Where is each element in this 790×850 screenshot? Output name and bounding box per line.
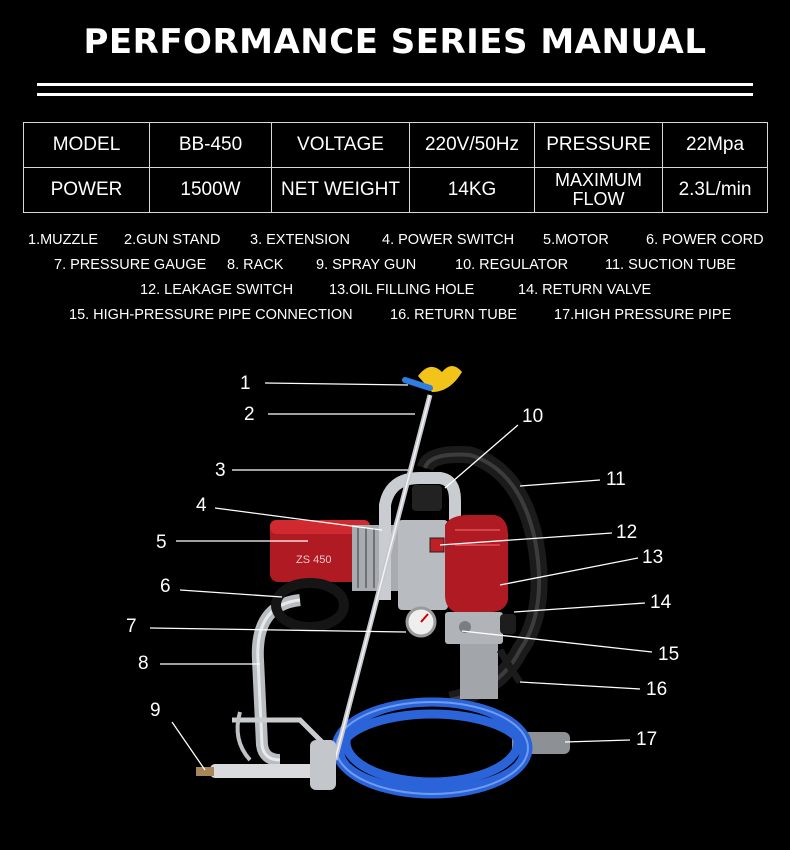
callout-17: 17	[636, 729, 657, 750]
spec-net-weight-value: 14KG	[409, 167, 535, 213]
motor-marking: ZS 450	[296, 554, 331, 566]
spec-net-weight-label: NET WEIGHT	[271, 167, 410, 213]
gauge-needle	[420, 613, 429, 623]
callout-8: 8	[138, 653, 149, 674]
callout-10: 10	[522, 406, 543, 427]
spec-pressure-value: 22Mpa	[662, 122, 768, 168]
callout-12: 12	[616, 522, 637, 543]
parts-row: 12. LEAKAGE SWITCH 13.OIL FILLING HOLE 1…	[0, 282, 790, 302]
trigger-guard	[232, 717, 327, 747]
callout-1: 1	[240, 373, 251, 394]
part-item: 3. EXTENSION	[250, 232, 350, 248]
side-cover	[445, 515, 508, 612]
spray-gun-body	[210, 764, 328, 778]
title-rule-top	[37, 83, 753, 86]
title-rule-bottom	[37, 93, 753, 96]
motor-housing-top	[270, 520, 370, 534]
part-item: 1.MUZZLE	[28, 232, 99, 248]
callout-9: 9	[150, 700, 161, 721]
part-item: 16. RETURN TUBE	[390, 307, 518, 323]
part-item: 2.GUN STAND	[124, 232, 221, 248]
part-item: 13.OIL FILLING HOLE	[329, 282, 475, 298]
part-item: 8. RACK	[227, 257, 284, 273]
parts-row: 1.MUZZLE 2.GUN STAND 3. EXTENSION 4. POW…	[0, 232, 790, 252]
callout-numbers: 1 2 3 4 5 6 7 8 9 10 11 12 13 14 15 16 1…	[126, 373, 679, 750]
spec-power-label: POWER	[23, 167, 150, 213]
page-title: PERFORMANCE SERIES MANUAL	[83, 22, 707, 62]
spec-model-value: BB-450	[149, 122, 272, 168]
valve-block	[445, 612, 503, 644]
carry-handle	[379, 472, 461, 600]
extension-rod-shine	[334, 394, 431, 761]
spec-max-flow-label-line2: FLOW	[572, 189, 625, 209]
spec-max-flow-label: MAXIMUM FLOW	[534, 167, 663, 213]
spec-max-flow-label-line1: MAXIMUM	[555, 170, 642, 190]
part-item: 14. RETURN VALVE	[518, 282, 652, 298]
callout-5: 5	[156, 532, 167, 553]
spec-pressure-label: PRESSURE	[534, 122, 663, 168]
spec-table: MODEL BB-450 VOLTAGE 220V/50Hz PRESSURE …	[23, 122, 768, 213]
return-valve	[500, 614, 516, 634]
part-item: 10. REGULATOR	[455, 257, 569, 273]
pipe-connection	[459, 621, 471, 633]
regulator-knob	[412, 485, 442, 511]
return-tube	[496, 648, 523, 685]
part-item: 9. SPRAY GUN	[316, 257, 417, 273]
callout-lines	[149, 382, 653, 771]
callout-11: 11	[606, 469, 626, 490]
suction-tube-highlight	[423, 452, 542, 702]
part-item: 11. SUCTION TUBE	[605, 257, 736, 273]
callout-3: 3	[215, 460, 226, 481]
gun-inlet-fitting	[196, 767, 214, 776]
part-item: 17.HIGH PRESSURE PIPE	[554, 307, 732, 323]
callout-13: 13	[642, 547, 663, 568]
trigger	[235, 711, 252, 762]
power-cord	[271, 578, 349, 632]
spec-power-value: 1500W	[149, 167, 272, 213]
part-item: 15. HIGH-PRESSURE PIPE CONNECTION	[69, 307, 353, 323]
callout-16: 16	[646, 679, 667, 700]
callout-14: 14	[650, 592, 672, 613]
spec-row: MODEL BB-450 VOLTAGE 220V/50Hz PRESSURE …	[23, 122, 768, 168]
spec-max-flow-value: 2.3L/min	[662, 167, 768, 213]
parts-row: 7. PRESSURE GAUGE 8. RACK 9. SPRAY GUN 1…	[0, 257, 790, 277]
part-item: 6. POWER CORD	[646, 232, 764, 248]
part-item: 5.MOTOR	[543, 232, 609, 248]
part-item: 4. POWER SWITCH	[382, 232, 515, 248]
pump-cylinder	[460, 644, 498, 699]
spec-row: POWER 1500W NET WEIGHT 14KG MAXIMUM FLOW…	[23, 167, 768, 213]
muzzle	[402, 377, 433, 391]
pump-body	[398, 520, 448, 610]
callout-2: 2	[244, 404, 255, 425]
side-cover-ridges	[455, 529, 500, 546]
motor-housing	[270, 520, 370, 582]
part-item: 7. PRESSURE GAUGE	[54, 257, 207, 273]
callout-7: 7	[126, 616, 137, 637]
gun-handle	[310, 740, 336, 790]
callout-6: 6	[160, 576, 171, 597]
parts-row: 15. HIGH-PRESSURE PIPE CONNECTION 16. RE…	[0, 307, 790, 327]
spec-voltage-value: 220V/50Hz	[409, 122, 535, 168]
callout-15: 15	[658, 644, 679, 665]
callout-4: 4	[196, 495, 207, 516]
part-item: 12. LEAKAGE SWITCH	[140, 282, 294, 298]
